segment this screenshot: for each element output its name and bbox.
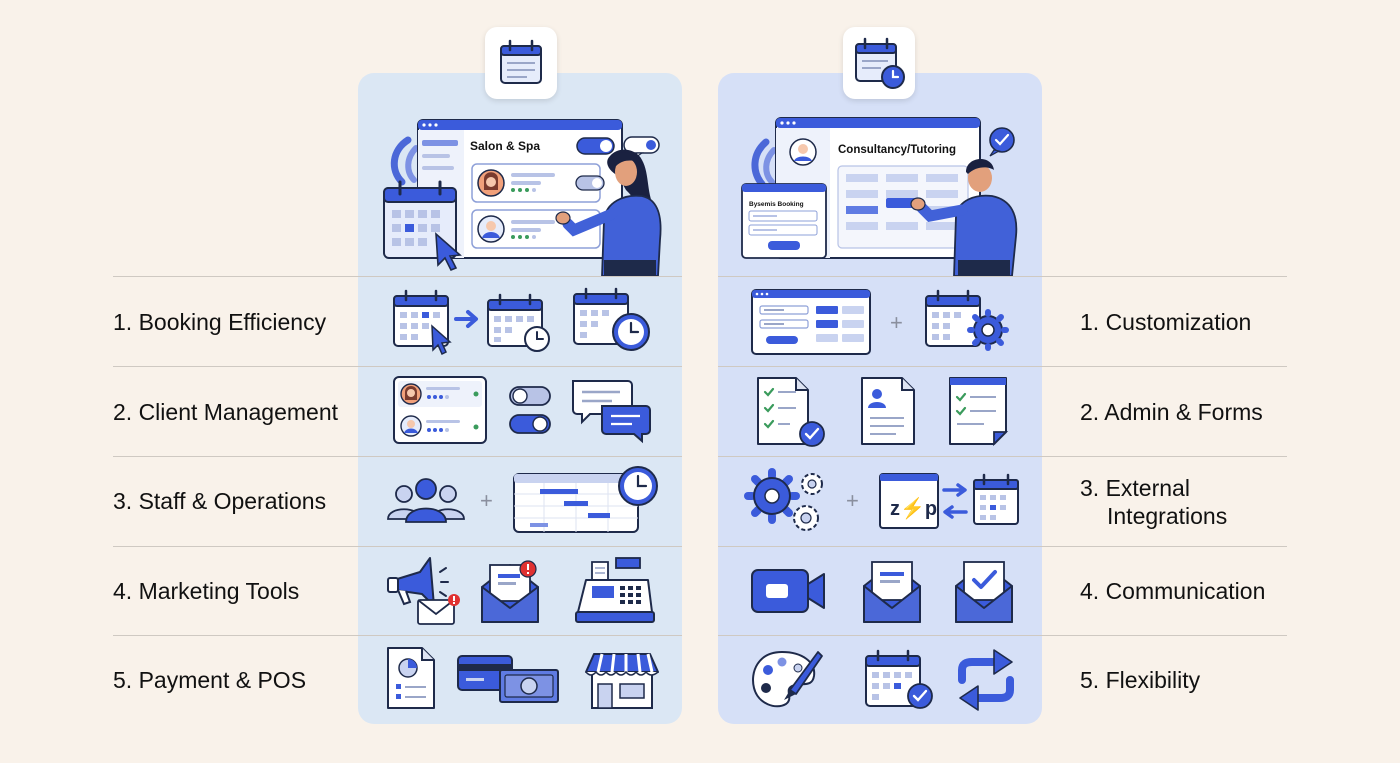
plus-icon: + bbox=[480, 488, 493, 513]
plus-icon: + bbox=[846, 488, 859, 513]
row-label-client-management: 2. Client Management bbox=[113, 399, 339, 425]
booking-efficiency-icons bbox=[393, 287, 650, 356]
email-notification-icon bbox=[481, 560, 539, 623]
row-label-booking-efficiency: 1. Booking Efficiency bbox=[113, 309, 327, 335]
envelope-check-icon bbox=[955, 561, 1013, 623]
sync-arrows-icon bbox=[958, 649, 1014, 711]
gears-icon bbox=[744, 468, 823, 531]
row-divider bbox=[113, 276, 682, 277]
client-list-icon bbox=[393, 376, 487, 444]
calendar-clock-icon bbox=[855, 37, 905, 89]
row-divider bbox=[718, 635, 1287, 636]
zap-integration-icon: z⚡p bbox=[879, 473, 1019, 529]
envelope-letter-icon bbox=[863, 561, 921, 623]
zap-logo: z⚡p bbox=[890, 496, 937, 520]
calendar-clock-icon bbox=[573, 287, 650, 351]
scene-title: Salon & Spa bbox=[470, 139, 540, 153]
row-label-communication: 4. Communication bbox=[1080, 578, 1266, 604]
leaf-icon bbox=[405, 145, 419, 183]
row-label-staff-operations: 3. Staff & Operations bbox=[113, 488, 327, 514]
row-divider bbox=[718, 366, 1287, 367]
admin-forms-icons bbox=[757, 377, 1009, 447]
leaf-icon bbox=[763, 147, 777, 185]
row-divider bbox=[718, 546, 1287, 547]
staff-operations-icons: + bbox=[387, 466, 658, 533]
calendar-clock-tile bbox=[843, 27, 915, 99]
team-icon bbox=[387, 478, 465, 523]
scene-title: Consultancy/Tutoring bbox=[838, 144, 956, 156]
row-label-admin-forms: 2. Admin & Forms bbox=[1080, 399, 1263, 425]
profile-document-icon bbox=[861, 377, 915, 445]
schedule-board-icon bbox=[513, 466, 658, 533]
check-bubble-icon bbox=[989, 127, 1015, 153]
calendar-settings-icon bbox=[925, 289, 1009, 351]
row-divider bbox=[113, 366, 682, 367]
woman-figure bbox=[555, 149, 662, 276]
cursor-icon bbox=[435, 232, 462, 272]
booking-form-window: Bysemis Booking bbox=[741, 183, 827, 259]
row-label-marketing-tools: 4. Marketing Tools bbox=[113, 578, 300, 604]
row-divider bbox=[113, 546, 682, 547]
man-figure bbox=[910, 158, 1018, 276]
calendar-check-icon bbox=[865, 649, 933, 709]
calendar-tile bbox=[485, 27, 557, 99]
form-editor-icon bbox=[751, 289, 871, 355]
row-label-integrations: Integrations bbox=[1107, 503, 1228, 529]
salon-spa-illustration: Salon & Spa bbox=[383, 119, 662, 276]
leaf-icon bbox=[751, 138, 770, 188]
chat-bubbles-icon bbox=[572, 380, 651, 444]
cash-register-icon bbox=[575, 557, 655, 623]
row-label-customization: 1. Customization bbox=[1080, 309, 1252, 335]
communication-icons bbox=[751, 561, 1013, 623]
megaphone-icon bbox=[387, 557, 449, 607]
invoice-chart-icon bbox=[387, 647, 435, 709]
leaf-icon bbox=[390, 136, 412, 186]
row-divider bbox=[718, 456, 1287, 457]
row-label-flexibility: 5. Flexibility bbox=[1080, 667, 1201, 693]
external-integrations-icons: + z⚡p bbox=[744, 468, 1019, 531]
consultancy-illustration: Consultancy/Tutoring Bysemis Booking bbox=[741, 117, 1018, 276]
video-camera-icon bbox=[751, 569, 825, 613]
arrow-right-icon bbox=[454, 310, 478, 328]
row-label-external: 3. External bbox=[1080, 475, 1190, 501]
row-label-payment-pos: 5. Payment & POS bbox=[113, 667, 307, 693]
checklist-document-icon bbox=[757, 377, 825, 447]
client-management-icons bbox=[393, 376, 651, 444]
credit-card-cash-icon bbox=[457, 655, 559, 703]
calendar-clock-icon bbox=[487, 293, 550, 352]
row-divider bbox=[113, 635, 682, 636]
calendar-cursor-icon bbox=[393, 289, 452, 356]
payment-pos-icons bbox=[387, 647, 659, 709]
mini-window-title: Bysemis Booking bbox=[749, 201, 804, 208]
palette-brush-icon bbox=[752, 650, 823, 708]
customization-icons: + bbox=[751, 289, 1009, 355]
calendar-icon bbox=[500, 39, 542, 84]
checked-page-icon bbox=[949, 377, 1009, 447]
marketing-tools-icons bbox=[387, 557, 655, 625]
envelope-alert-icon bbox=[417, 594, 460, 625]
row-divider bbox=[113, 456, 682, 457]
storefront-icon bbox=[585, 653, 659, 709]
toggle-icon bbox=[509, 386, 551, 434]
row-divider bbox=[718, 276, 1287, 277]
flexibility-icons bbox=[752, 649, 1014, 711]
plus-icon: + bbox=[890, 310, 903, 335]
